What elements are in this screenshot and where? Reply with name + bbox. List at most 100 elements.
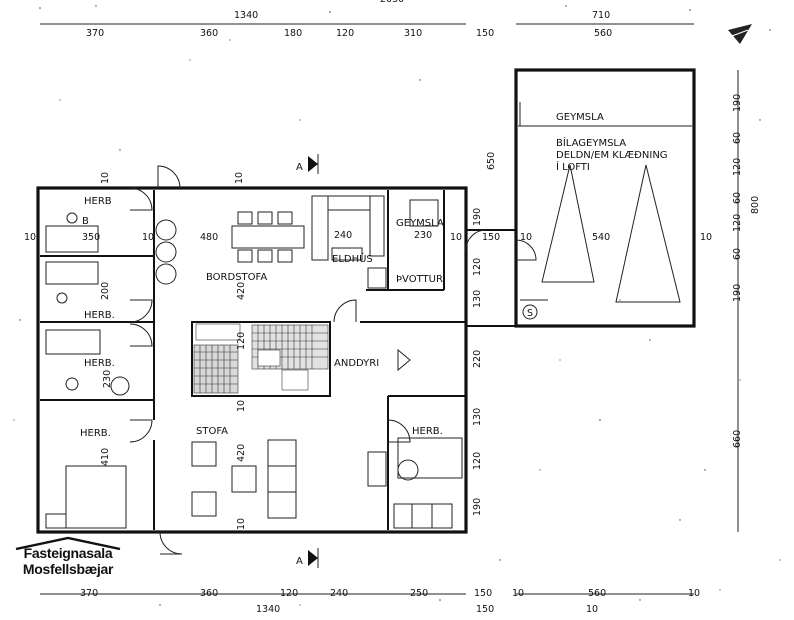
top-dimensions: 1340 2030 710 370 360 180 120 310 150 56… [86, 0, 612, 39]
garage-walls [514, 68, 696, 328]
svg-text:10: 10 [520, 232, 532, 243]
section-markers [308, 154, 411, 568]
room-herb-5: HERB. [412, 426, 443, 437]
svg-text:10: 10 [234, 172, 245, 184]
svg-text:10: 10 [512, 588, 524, 599]
svg-text:190: 190 [472, 208, 483, 226]
house-outer-walls [36, 186, 468, 534]
svg-text:190: 190 [472, 498, 483, 516]
logo-line-1: Fasteignasala [23, 545, 113, 561]
garage-triangles [520, 164, 681, 320]
svg-text:800: 800 [750, 196, 761, 214]
room-bilageymsla-1: BÍLAGEYMSLA [556, 136, 626, 149]
svg-text:10: 10 [688, 588, 700, 599]
svg-text:370: 370 [86, 28, 104, 39]
svg-text:130: 130 [472, 408, 483, 426]
svg-text:120: 120 [472, 452, 483, 470]
svg-text:540: 540 [592, 232, 610, 243]
svg-text:230: 230 [102, 370, 113, 388]
dining-table [155, 211, 305, 285]
svg-text:190: 190 [732, 94, 743, 112]
room-herb-1-bed: B [82, 216, 89, 227]
svg-text:120: 120 [732, 214, 743, 232]
room-bilageymsla-3: Í LOFTI [556, 160, 590, 173]
svg-text:240: 240 [330, 588, 348, 599]
svg-text:230: 230 [414, 230, 432, 241]
svg-text:120: 120 [280, 588, 298, 599]
svg-text:10: 10 [586, 604, 598, 615]
room-geymsla-garage: GEYMSLA [556, 112, 604, 123]
svg-text:220: 220 [472, 350, 483, 368]
svg-text:10: 10 [236, 400, 247, 412]
room-herb-1: HERB [84, 196, 112, 207]
svg-text:350: 350 [82, 232, 100, 243]
kitchen-counter [311, 195, 385, 261]
room-bordstofa: BORDSTOFA [206, 272, 267, 283]
bedroom-furniture [45, 199, 463, 529]
svg-text:250: 250 [410, 588, 428, 599]
svg-text:710: 710 [592, 10, 610, 21]
scan-noise [13, 5, 781, 606]
section-marker-bottom: A [296, 556, 303, 567]
bathroom-tiles [193, 323, 329, 394]
logo-line-2: Mosfellsbæjar [22, 561, 114, 577]
svg-text:370: 370 [80, 588, 98, 599]
svg-text:10: 10 [24, 232, 36, 243]
svg-text:120: 120 [236, 332, 247, 350]
svg-text:150: 150 [474, 588, 492, 599]
svg-text:60: 60 [732, 248, 743, 260]
logo-roof-icon [15, 536, 121, 550]
svg-text:150: 150 [482, 232, 500, 243]
svg-text:190: 190 [732, 284, 743, 302]
svg-text:240: 240 [334, 230, 352, 241]
svg-text:420: 420 [236, 282, 247, 300]
room-stofa: STOFA [196, 426, 228, 437]
svg-text:560: 560 [588, 588, 606, 599]
svg-text:660: 660 [732, 430, 743, 448]
connector [466, 229, 516, 327]
svg-text:120: 120 [732, 158, 743, 176]
bottom-dimensions: 370 360 120 240 250 150 10 560 10 1340 1… [80, 588, 700, 615]
svg-text:420: 420 [236, 444, 247, 462]
room-thvottur: ÞVOTTUR [396, 274, 443, 285]
svg-text:2030: 2030 [380, 0, 404, 5]
dimension-lines [40, 23, 739, 595]
svg-text:10: 10 [700, 232, 712, 243]
living-furniture [191, 439, 387, 519]
svg-text:1340: 1340 [234, 10, 258, 21]
svg-text:120: 120 [472, 258, 483, 276]
interior-walls [40, 190, 466, 530]
svg-text:150: 150 [476, 28, 494, 39]
room-herb-2: HERB. [84, 310, 115, 321]
room-geymsla-small: GEYMSLA [396, 218, 444, 229]
svg-text:10: 10 [142, 232, 154, 243]
svg-text:10: 10 [450, 232, 462, 243]
svg-text:560: 560 [594, 28, 612, 39]
sink-marker: S [527, 308, 533, 319]
right-dimensions: 190 60 120 60 120 60 190 800 660 [732, 94, 761, 448]
svg-text:650: 650 [486, 152, 497, 170]
svg-text:150: 150 [476, 604, 494, 615]
room-bilageymsla-2: DELDN/EM KLÆÐNING [556, 150, 668, 161]
room-herb-3: HERB. [84, 358, 115, 369]
inner-dimensions: 10 350 10 480 240 230 10 150 10 540 10 2… [24, 152, 712, 530]
svg-text:60: 60 [732, 132, 743, 144]
svg-text:180: 180 [284, 28, 302, 39]
svg-text:310: 310 [404, 28, 422, 39]
svg-text:130: 130 [472, 290, 483, 308]
svg-text:200: 200 [100, 282, 111, 300]
svg-text:60: 60 [732, 192, 743, 204]
svg-text:120: 120 [336, 28, 354, 39]
svg-text:10: 10 [100, 172, 111, 184]
marker-labels: A A S [296, 162, 533, 567]
door-swings [129, 165, 537, 555]
north-arrow-icon [728, 24, 752, 44]
room-labels: HERB B HERB. HERB. HERB. HERB. BORDSTOFA… [80, 112, 668, 439]
svg-text:360: 360 [200, 28, 218, 39]
section-marker-top: A [296, 162, 303, 173]
svg-text:480: 480 [200, 232, 218, 243]
room-eldhus: ELDHÚS [332, 252, 373, 265]
room-herb-4: HERB. [80, 428, 111, 439]
svg-text:410: 410 [100, 448, 111, 466]
